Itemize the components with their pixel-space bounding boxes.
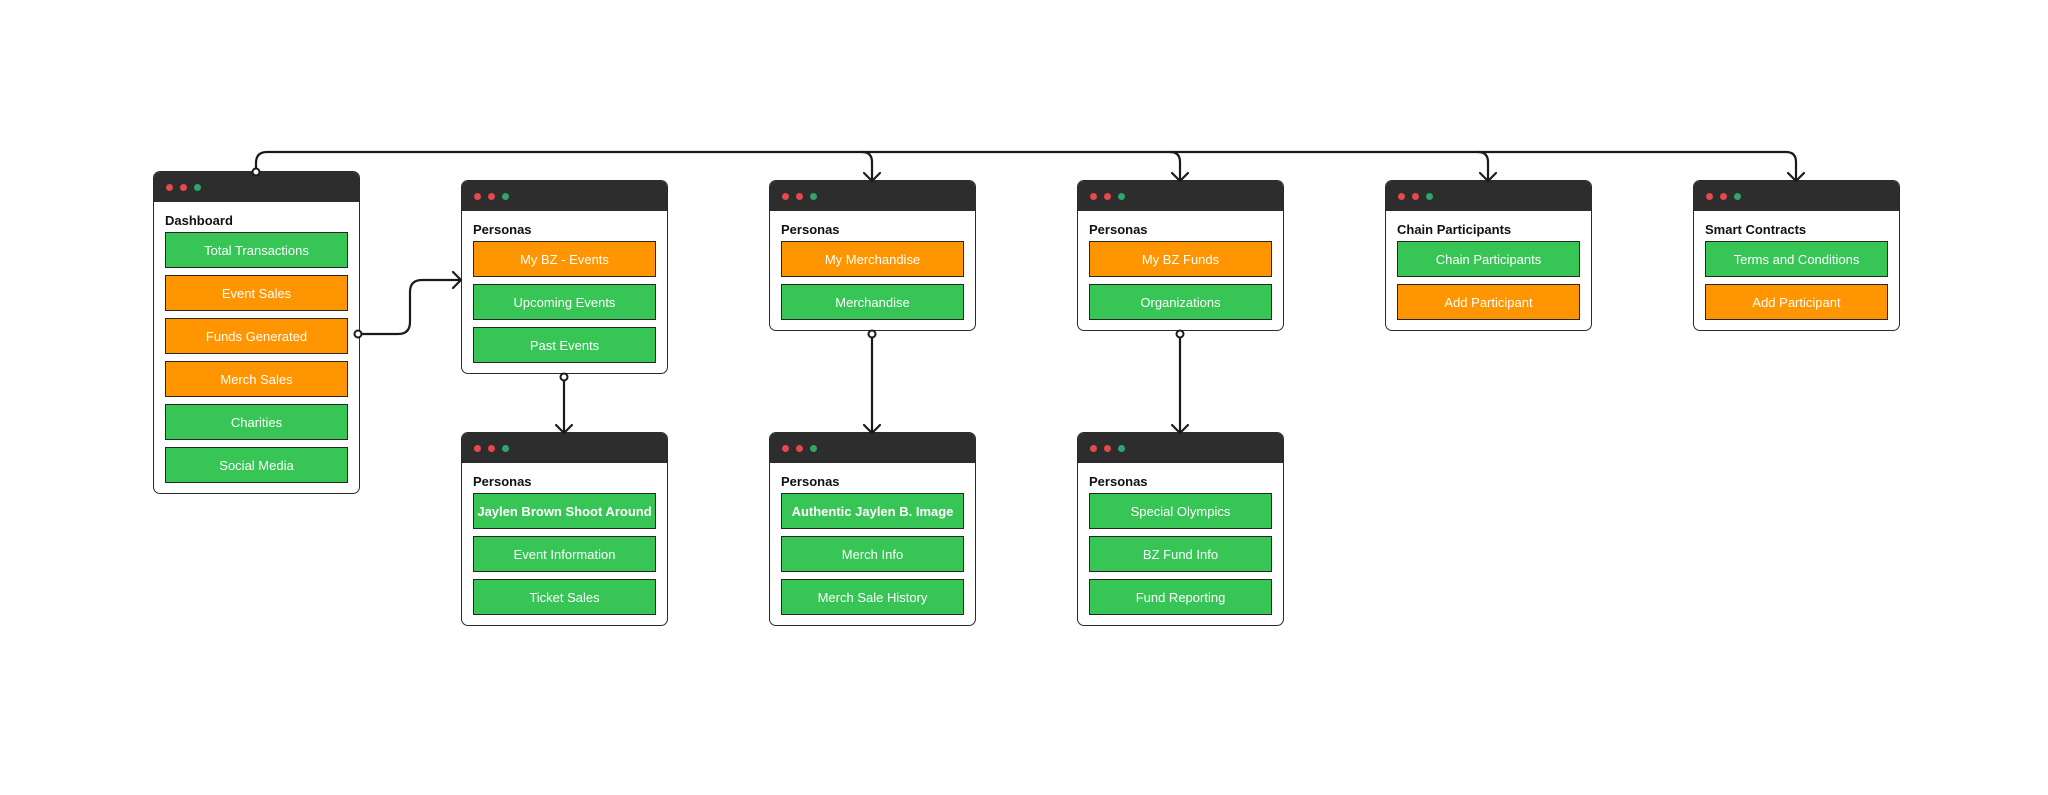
window-titlebar bbox=[770, 433, 975, 463]
minimize-dot-icon bbox=[796, 193, 803, 200]
item-my-merchandise[interactable]: My Merchandise bbox=[781, 241, 964, 277]
maximize-dot-icon bbox=[1426, 193, 1433, 200]
minimize-dot-icon bbox=[1720, 193, 1727, 200]
minimize-dot-icon bbox=[1412, 193, 1419, 200]
maximize-dot-icon bbox=[1118, 445, 1125, 452]
minimize-dot-icon bbox=[180, 184, 187, 191]
window-title: Personas bbox=[1089, 222, 1148, 237]
maximize-dot-icon bbox=[502, 193, 509, 200]
window-title: Personas bbox=[473, 474, 532, 489]
window-event-detail: Personas Jaylen Brown Shoot Around Event… bbox=[461, 432, 668, 626]
maximize-dot-icon bbox=[810, 193, 817, 200]
item-bz-fund-info[interactable]: BZ Fund Info bbox=[1089, 536, 1272, 572]
window-events: Personas My BZ - Events Upcoming Events … bbox=[461, 180, 668, 374]
connector-bus-to-chain-participants bbox=[1168, 150, 1490, 183]
window-dashboard: Dashboard Total Transactions Event Sales… bbox=[153, 171, 360, 494]
item-social-media[interactable]: Social Media bbox=[165, 447, 348, 483]
window-title: Smart Contracts bbox=[1705, 222, 1807, 237]
item-ticket-sales[interactable]: Ticket Sales bbox=[473, 579, 656, 615]
window-title: Personas bbox=[781, 222, 840, 237]
window-smart-contracts: Smart Contracts Terms and Conditions Add… bbox=[1693, 180, 1900, 331]
item-total-transactions[interactable]: Total Transactions bbox=[165, 232, 348, 268]
minimize-dot-icon bbox=[1104, 193, 1111, 200]
close-dot-icon bbox=[1090, 445, 1097, 452]
window-title: Personas bbox=[473, 222, 532, 237]
window-funds: Personas My BZ Funds Organizations bbox=[1077, 180, 1284, 331]
item-merch-sale-history[interactable]: Merch Sale History bbox=[781, 579, 964, 615]
close-dot-icon bbox=[1090, 193, 1097, 200]
window-titlebar bbox=[154, 172, 359, 202]
minimize-dot-icon bbox=[488, 193, 495, 200]
window-merchandise: Personas My Merchandise Merchandise bbox=[769, 180, 976, 331]
window-titlebar bbox=[1078, 433, 1283, 463]
close-dot-icon bbox=[782, 193, 789, 200]
connector-origin-events-bottom bbox=[559, 372, 569, 382]
maximize-dot-icon bbox=[194, 184, 201, 191]
maximize-dot-icon bbox=[1734, 193, 1741, 200]
window-title: Personas bbox=[1089, 474, 1148, 489]
item-charities[interactable]: Charities bbox=[165, 404, 348, 440]
window-merch-detail: Personas Authentic Jaylen B. Image Merch… bbox=[769, 432, 976, 626]
arrowhead-events bbox=[451, 270, 463, 290]
window-titlebar bbox=[462, 181, 667, 211]
minimize-dot-icon bbox=[1104, 445, 1111, 452]
window-titlebar bbox=[1694, 181, 1899, 211]
window-title: Dashboard bbox=[165, 213, 233, 228]
window-title: Personas bbox=[781, 474, 840, 489]
item-authentic-jaylen-b-image[interactable]: Authentic Jaylen B. Image bbox=[781, 493, 964, 529]
item-fund-reporting[interactable]: Fund Reporting bbox=[1089, 579, 1272, 615]
item-event-information[interactable]: Event Information bbox=[473, 536, 656, 572]
item-past-events[interactable]: Past Events bbox=[473, 327, 656, 363]
item-merchandise[interactable]: Merchandise bbox=[781, 284, 964, 320]
item-merch-sales[interactable]: Merch Sales bbox=[165, 361, 348, 397]
connector-origin-funds-bottom bbox=[1175, 329, 1185, 339]
connector-dashboard-to-events bbox=[356, 278, 463, 336]
item-organizations[interactable]: Organizations bbox=[1089, 284, 1272, 320]
minimize-dot-icon bbox=[796, 445, 803, 452]
item-special-olympics[interactable]: Special Olympics bbox=[1089, 493, 1272, 529]
minimize-dot-icon bbox=[488, 445, 495, 452]
item-event-sales[interactable]: Event Sales bbox=[165, 275, 348, 311]
item-add-participant[interactable]: Add Participant bbox=[1397, 284, 1580, 320]
maximize-dot-icon bbox=[1118, 193, 1125, 200]
window-titlebar bbox=[1386, 181, 1591, 211]
item-jaylen-brown-shoot-around[interactable]: Jaylen Brown Shoot Around bbox=[473, 493, 656, 529]
window-fund-detail: Personas Special Olympics BZ Fund Info F… bbox=[1077, 432, 1284, 626]
item-merch-info[interactable]: Merch Info bbox=[781, 536, 964, 572]
maximize-dot-icon bbox=[810, 445, 817, 452]
close-dot-icon bbox=[474, 193, 481, 200]
window-title: Chain Participants bbox=[1397, 222, 1512, 237]
maximize-dot-icon bbox=[502, 445, 509, 452]
item-add-participant[interactable]: Add Participant bbox=[1705, 284, 1888, 320]
window-titlebar bbox=[1078, 181, 1283, 211]
connector-bus-to-funds bbox=[860, 150, 1182, 183]
item-terms-and-conditions[interactable]: Terms and Conditions bbox=[1705, 241, 1888, 277]
close-dot-icon bbox=[1706, 193, 1713, 200]
window-titlebar bbox=[462, 433, 667, 463]
window-chain-participants: Chain Participants Chain Participants Ad… bbox=[1385, 180, 1592, 331]
connector-bus-to-smart-contracts bbox=[1476, 150, 1798, 183]
close-dot-icon bbox=[1398, 193, 1405, 200]
connector-origin-merchandise-bottom bbox=[867, 329, 877, 339]
close-dot-icon bbox=[474, 445, 481, 452]
window-titlebar bbox=[770, 181, 975, 211]
item-upcoming-events[interactable]: Upcoming Events bbox=[473, 284, 656, 320]
item-chain-participants[interactable]: Chain Participants bbox=[1397, 241, 1580, 277]
item-my-bz-funds[interactable]: My BZ Funds bbox=[1089, 241, 1272, 277]
item-my-bz-events[interactable]: My BZ - Events bbox=[473, 241, 656, 277]
close-dot-icon bbox=[782, 445, 789, 452]
item-funds-generated[interactable]: Funds Generated bbox=[165, 318, 348, 354]
close-dot-icon bbox=[166, 184, 173, 191]
